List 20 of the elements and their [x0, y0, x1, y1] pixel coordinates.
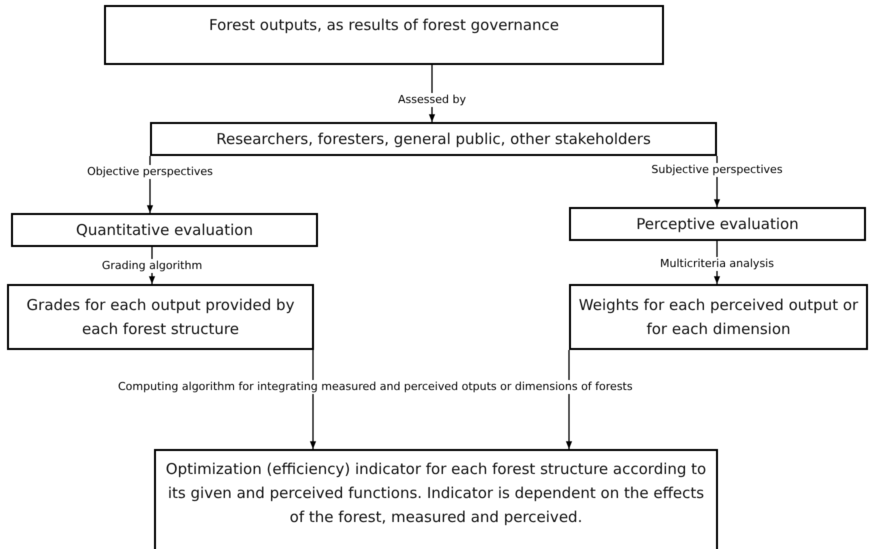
annotation-text: Computing algorithm for integrating measured and perceived otputs or dimensions of forests	[117, 380, 634, 394]
box-text: Grades for each output provided by each forest structure	[26, 295, 296, 340]
process-box	[11, 213, 318, 247]
box-text: Perceptive evaluation	[636, 214, 799, 235]
box-text: Weights for each perceived output or for each dimension	[578, 295, 860, 340]
process-box	[150, 122, 717, 156]
edge-label: Multicriteria analysis	[659, 257, 775, 271]
process-box	[569, 207, 866, 241]
process-box	[104, 5, 664, 65]
box-text: Researchers, foresters, general public, other stakeholders	[216, 129, 651, 150]
edge-label: Assessed by	[397, 93, 467, 107]
edge-label: Grading algorithm	[100, 259, 204, 273]
box-text: Quantitative evaluation	[76, 220, 253, 241]
edge-label: Subjective perspectives	[650, 163, 784, 177]
edge-label: Objective perspectives	[86, 165, 214, 179]
box-text: Forest outputs, as results of forest governance	[208, 15, 560, 36]
process-box	[569, 284, 868, 350]
box-text: Optimization (efficiency) indicator for each forest structure according to its given and perceived functions. Indicator is dependent on the effects of the forest, measured and perceived.	[164, 459, 708, 528]
process-box	[154, 449, 718, 549]
process-box	[7, 284, 314, 350]
